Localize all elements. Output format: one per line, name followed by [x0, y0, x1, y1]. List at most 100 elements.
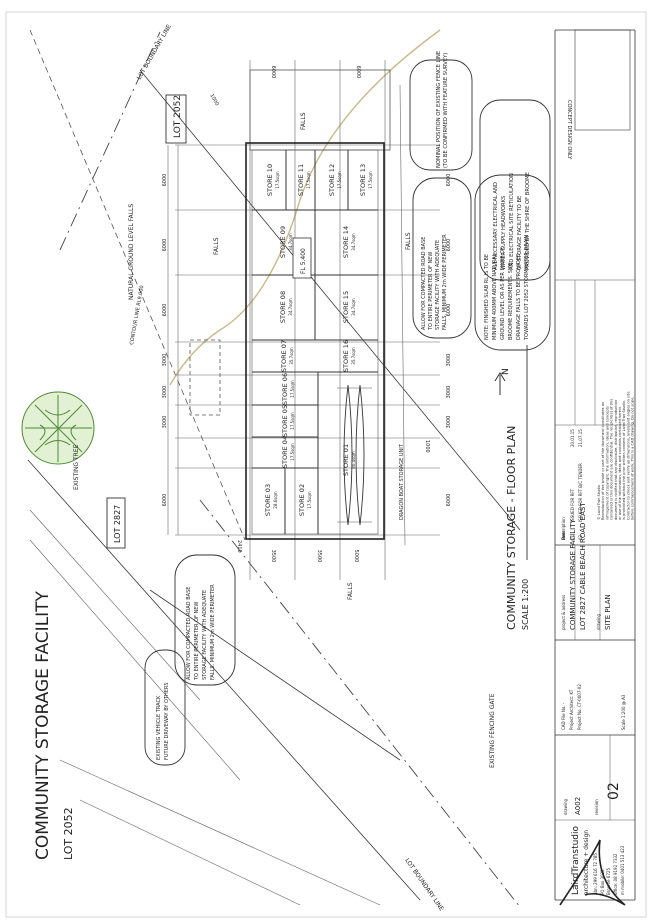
note-electrical-line: OF STORAGE FACILITY TO BE [517, 196, 523, 270]
store-label: STORE 16 [342, 340, 350, 372]
drawing-number: A002 [574, 797, 582, 815]
callout-fence-box [409, 59, 473, 171]
building-outline [245, 142, 385, 540]
copyright-line: Reproduction of the whole or part of the… [601, 402, 605, 520]
dimension-bottom: 3500 [316, 550, 322, 563]
note-electrical-line: AND ELECTRICAL SITE RETICULATION [509, 173, 515, 270]
dimension-misc: 2410 [236, 540, 242, 553]
lot-2827-box [106, 497, 126, 549]
copyright-line: © Laird Tran Studio [597, 485, 601, 520]
note-electrical-line: WATER SUPPLY HEADWORKS [501, 196, 507, 270]
natural-ground-label: NATURAL GROUND LEVEL FALLS [128, 204, 135, 300]
note-road-base-bottom-line: FALLS. MINIMUM 2m WIDE PERIMETER [210, 584, 216, 680]
store-area: 34.7sqm [288, 233, 293, 251]
site-line-1 [139, 69, 521, 531]
dimension-top: 6000 [270, 66, 276, 79]
scale-label: Scale 1:200 @ A3 [621, 694, 626, 730]
callout-road-base-top-box [412, 177, 472, 339]
lot-2052-box [165, 94, 187, 144]
dimension-left: 3000 [162, 416, 168, 429]
store-area: 80.4sqm [351, 451, 356, 469]
cad-file-label: CAD File No. - [561, 702, 566, 730]
lot-2052-label: LOT 2052 [173, 95, 183, 138]
dimension-bottom: 5000 [353, 550, 359, 563]
track-line-1 [29, 509, 201, 701]
track-line-3 [59, 759, 381, 906]
firm-office: office: 08 9192 7332 [613, 853, 618, 895]
copyright-line: is prohibited without the prior written … [622, 400, 626, 520]
setback-line [29, 29, 246, 541]
revision-row-cell: 02 [578, 534, 583, 540]
note-road-base-top-line: TO ENTIRE PERIMETER OF NEW [428, 252, 434, 331]
store-area: 17.5sqm [307, 491, 312, 509]
copyright-line: or use of the information, ideas and con… [618, 407, 622, 520]
note-slab-line: GROUND LEVEL OR AS PER SHIRE OF [500, 247, 506, 340]
falls-label: FALLS [347, 582, 354, 600]
lot-boundary-label: LOT BOUNDARY LINE [136, 23, 173, 81]
note-road-base-top-line: FALLS. MINIMUM 2m WIDE PERIMETER [442, 234, 448, 330]
firm-logo-icon [559, 839, 626, 906]
note-slab-line: DRAINAGE FALLS TO BE PROVIDED [516, 253, 522, 340]
dimension-left: 6000 [162, 304, 168, 317]
firm-po: PO Box 3022 [600, 869, 605, 895]
dimension-right: 3000 [446, 386, 452, 399]
store-area: 17.5sqm [290, 443, 295, 461]
note-slab-line: MINIMUM 400MM ABOVE NATURAL [492, 253, 498, 340]
falls-label: FALLS [300, 112, 307, 130]
dragon-boat-2 [355, 384, 365, 526]
track-line-4 [79, 799, 301, 906]
dragon-boat-1 [343, 384, 353, 526]
existing-tree-label: EXISTING TREE [73, 444, 80, 490]
note-slab-line: TOWARDS LOT 2052 STORMWATER DRAIN [524, 234, 530, 341]
store-label: STORE 08 [279, 291, 287, 323]
store-area: 17.5sqm [290, 380, 295, 398]
dimension-right: 6000 [446, 494, 452, 507]
store-label: STORE 06 [281, 373, 289, 405]
note-road-base-bottom-line: TO ENTIRE PERIMETER OF NEW [194, 602, 200, 681]
project-name: COMMUNITY STORAGE FACILITY [569, 519, 577, 630]
store-area: 17.5sqm [306, 171, 311, 189]
note-fence-line: (TO BE CONFIRMED WITH FEATURE SURVEY) [443, 53, 449, 168]
store-area: 34.7sqm [288, 298, 293, 316]
future-extension-outline [249, 69, 391, 151]
lot-boundary-label: LOT BOUNDARY LINE [403, 857, 445, 912]
revision-row-cell: ISSUED FOR RFT B/C TENDER [578, 463, 583, 522]
site-line-3 [149, 589, 401, 761]
revision-row-cell: 20.01.15 [570, 429, 575, 447]
store-label: STORE 05 [281, 405, 289, 437]
dimension-right: 3000 [446, 354, 452, 367]
note-track-line: EXISTING VEHICLE TRACK [156, 695, 162, 760]
dimension-left: 6000 [162, 174, 168, 187]
project-architect-label: Project Architect: KT [569, 689, 574, 730]
rev-header: Description [561, 517, 566, 540]
store-label: STORE 02 [298, 484, 306, 516]
sheet-border [5, 11, 647, 918]
copyright-line: document is notified that any disclosure… [614, 400, 618, 520]
existing-gate-label: EXISTING FENCING GATE [489, 693, 496, 768]
note-fence-line: NOMINAL POSITION OF EXISTING FENCE LINE [436, 51, 442, 168]
store-area: 17.5sqm [290, 412, 295, 430]
dimension-misc: 1000 [424, 440, 430, 453]
sheet-lot: LOT 2052 [62, 807, 75, 860]
title-block [554, 29, 636, 906]
note-road-base-top-line: ALLOW FOR COMPACTED ROAD BASE [421, 237, 427, 330]
note-electrical-line: PROVIDED BY THE SHIRE OF BROOME [525, 172, 531, 270]
dimension-left: 3000 [162, 354, 168, 367]
store-label: STORE 04 [281, 436, 289, 468]
note-road-base-bottom-line: ALLOW FOR COMPACTED ROAD BASE [186, 587, 192, 680]
store-label: STORE 03 [264, 484, 272, 516]
water-tank-outline [189, 339, 221, 416]
dimension-bottom: 3500 [270, 550, 276, 563]
store-area: 17.5sqm [368, 171, 373, 189]
store-label: STORE 13 [359, 164, 367, 196]
plan-scale: SCALE 1:200 [521, 579, 530, 630]
falls-label: FALLS [405, 232, 412, 250]
store-area: 28.6sqm [273, 491, 278, 509]
floor-level-box [292, 237, 312, 279]
rev-header: Rev [561, 532, 566, 540]
contour-line [169, 29, 441, 386]
